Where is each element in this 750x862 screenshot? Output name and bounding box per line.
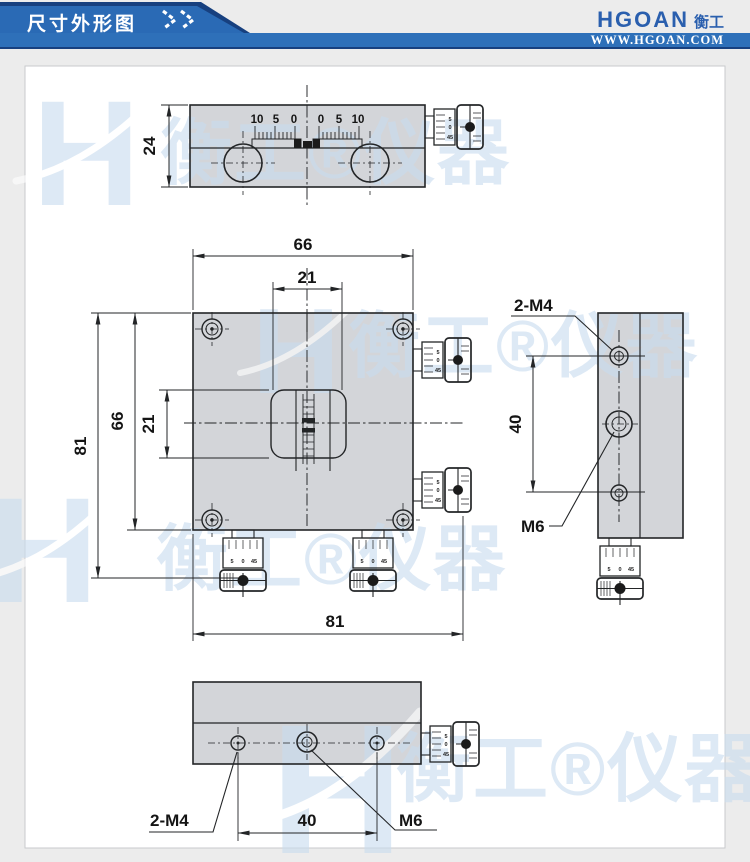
svg-text:0: 0 — [318, 114, 324, 126]
dim-40-bottom: 40 — [237, 753, 378, 841]
dim-21-left: 21 — [139, 389, 269, 459]
svg-text:10: 10 — [352, 114, 365, 126]
svg-text:81: 81 — [71, 437, 90, 456]
dim-81-bottom: 81 — [192, 516, 464, 641]
watermark-h-logo: H — [237, 283, 353, 419]
bottom-view: 40 2-M4 M6 — [149, 681, 480, 841]
dim-81-left: 81 — [71, 312, 247, 579]
top-view: 10 5 0 0 5 10 24 — [140, 85, 484, 207]
header-strip: WWW.HGOAN.COM — [0, 33, 750, 49]
front-view: 66 21 81 66 21 — [71, 235, 472, 641]
page-title: 尺寸外形图 — [27, 14, 138, 35]
svg-text:衡工®仪器: 衡工®仪器 — [348, 307, 699, 387]
svg-text:衡工®仪器: 衡工®仪器 — [160, 114, 511, 194]
svg-text:24: 24 — [140, 136, 159, 155]
dim-21-top: 21 — [272, 268, 343, 390]
svg-text:66: 66 — [108, 412, 127, 431]
svg-text:40: 40 — [298, 811, 317, 830]
carriage — [270, 389, 347, 471]
svg-text:衡工®仪器: 衡工®仪器 — [396, 727, 750, 811]
svg-text:40: 40 — [506, 415, 525, 434]
website-link[interactable]: WWW.HGOAN.COM — [590, 33, 724, 47]
dim-66-left: 66 — [108, 312, 191, 531]
dim-40-side: 40 — [506, 355, 536, 493]
svg-text:衡工®仪器: 衡工®仪器 — [156, 520, 507, 600]
watermark-layer: H 衡工®仪器 H 衡工®仪器 H 衡工®仪器 H 衡工®仪器 — [0, 69, 750, 862]
side-view: 40 2-M4 M6 — [506, 296, 684, 606]
label-M6-side: M6 — [521, 431, 615, 536]
svg-text:5: 5 — [336, 114, 343, 126]
logo-cn-text: 衡工 — [693, 14, 724, 31]
svg-text:M6: M6 — [399, 811, 423, 830]
dim-24: 24 — [140, 104, 188, 188]
svg-text:5: 5 — [273, 114, 280, 126]
label-2-M4-bottom: 2-M4 — [149, 751, 238, 833]
svg-text:21: 21 — [139, 415, 158, 434]
svg-text:21: 21 — [298, 268, 317, 287]
svg-text:2-M4: 2-M4 — [514, 296, 553, 315]
label-M6-bottom: M6 — [310, 749, 437, 831]
label-2-M4-side: 2-M4 — [511, 296, 613, 351]
mounting-holes — [195, 312, 420, 537]
svg-text:M6: M6 — [521, 517, 545, 536]
svg-text:81: 81 — [326, 612, 345, 631]
svg-text:10: 10 — [251, 114, 264, 126]
svg-text:2-M4: 2-M4 — [150, 811, 189, 830]
vernier-scale-labels: 10 5 0 0 5 10 — [251, 114, 365, 126]
dim-66-top: 66 — [192, 235, 414, 310]
chevron-arrows-icon — [162, 9, 196, 31]
svg-text:66: 66 — [294, 235, 313, 254]
svg-text:0: 0 — [291, 114, 297, 126]
title-banner: 尺寸外形图 — [0, 6, 244, 33]
watermark-h-logo: H — [12, 69, 156, 237]
logo-text: HGOAN — [597, 7, 689, 32]
watermark-h-logo: H — [0, 466, 114, 634]
